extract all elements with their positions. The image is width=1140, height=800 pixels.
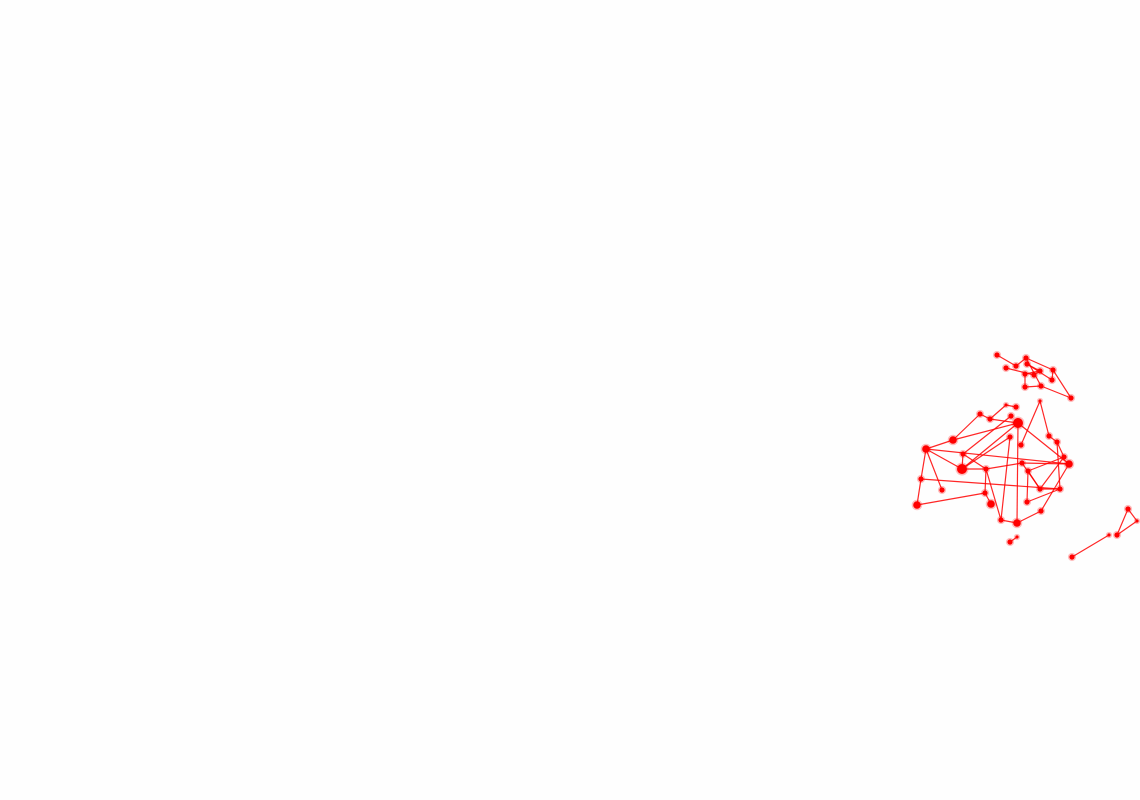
map-node[interactable]: [1022, 384, 1028, 390]
route-edge: [1016, 422, 1019, 524]
map-node[interactable]: [1003, 365, 1009, 371]
route-edge: [1116, 520, 1138, 536]
route-edge: [925, 439, 954, 450]
route-edge: [1026, 470, 1029, 503]
map-node[interactable]: [1024, 499, 1030, 505]
map-node[interactable]: [1068, 395, 1074, 401]
route-edge: [1024, 385, 1042, 388]
edge-layer: [916, 354, 1138, 558]
route-edge: [1025, 357, 1054, 371]
map-node[interactable]: [987, 500, 995, 508]
route-edge: [1016, 510, 1042, 524]
map-node[interactable]: [1046, 433, 1052, 439]
map-node[interactable]: [1007, 539, 1013, 545]
map-node[interactable]: [977, 411, 983, 417]
map-node[interactable]: [918, 476, 924, 482]
route-edge: [985, 468, 1002, 521]
map-node[interactable]: [1038, 399, 1042, 403]
map-node[interactable]: [960, 451, 966, 457]
route-edge: [1005, 367, 1035, 376]
route-edge: [1000, 436, 1011, 521]
route-edge: [985, 462, 1023, 470]
route-edge: [1040, 463, 1070, 512]
map-node[interactable]: [1004, 403, 1008, 407]
map-node[interactable]: [1049, 377, 1055, 383]
route-edge: [1040, 385, 1072, 399]
map-node[interactable]: [1054, 439, 1060, 445]
route-edge: [916, 492, 986, 506]
route-edge: [989, 404, 1007, 420]
route-edge: [1039, 456, 1065, 490]
map-node[interactable]: [1037, 486, 1043, 492]
route-edge: [984, 468, 987, 494]
route-edge: [920, 448, 927, 480]
route-edge: [925, 448, 963, 470]
map-node[interactable]: [913, 501, 921, 509]
route-edge: [1017, 422, 1070, 465]
map-node[interactable]: [1013, 418, 1023, 428]
route-edge: [925, 448, 1070, 465]
map-node[interactable]: [994, 352, 1000, 358]
map-node[interactable]: [1031, 372, 1037, 378]
map-node[interactable]: [1038, 508, 1044, 514]
map-node[interactable]: [1015, 535, 1019, 539]
route-edge: [916, 478, 922, 506]
route-edge: [1039, 400, 1050, 437]
route-edge: [1026, 488, 1061, 503]
map-node[interactable]: [1037, 368, 1043, 374]
map-node[interactable]: [939, 487, 945, 493]
map-node[interactable]: [1107, 533, 1111, 537]
route-edge: [1027, 470, 1041, 490]
map-node[interactable]: [1024, 361, 1030, 367]
route-edge: [1056, 441, 1061, 490]
map-node[interactable]: [1114, 532, 1120, 538]
route-edge: [1056, 441, 1065, 458]
map-node[interactable]: [987, 416, 993, 422]
map-node[interactable]: [1050, 367, 1056, 373]
route-edge: [961, 422, 1019, 470]
map-node[interactable]: [998, 517, 1004, 523]
map-node[interactable]: [1069, 554, 1075, 560]
map-node[interactable]: [1022, 371, 1028, 377]
route-edge: [962, 415, 1012, 455]
route-edge: [961, 436, 1011, 470]
route-edge: [920, 478, 1061, 490]
route-edge: [952, 422, 1019, 441]
map-node[interactable]: [1007, 434, 1013, 440]
map-node[interactable]: [1013, 363, 1019, 369]
node-layer: [911, 350, 1140, 562]
route-edge: [1116, 508, 1129, 536]
route-edge: [952, 413, 981, 441]
route-edge: [1071, 534, 1110, 558]
route-edge: [1020, 400, 1041, 446]
map-node[interactable]: [983, 466, 989, 472]
map-node[interactable]: [982, 490, 988, 496]
map-node[interactable]: [1061, 454, 1067, 460]
map-node[interactable]: [1038, 383, 1044, 389]
map-node[interactable]: [1135, 519, 1139, 523]
map-node[interactable]: [1013, 404, 1019, 410]
map-node[interactable]: [1013, 519, 1021, 527]
route-edge: [996, 354, 1017, 367]
map-node[interactable]: [1065, 460, 1073, 468]
map-node[interactable]: [949, 436, 957, 444]
map-node[interactable]: [957, 464, 967, 474]
map-node[interactable]: [1023, 355, 1029, 361]
route-edge: [1052, 369, 1072, 399]
route-edge: [962, 453, 987, 470]
map-node[interactable]: [1125, 506, 1131, 512]
route-edge: [925, 448, 943, 491]
map-node[interactable]: [1008, 413, 1014, 419]
map-node[interactable]: [922, 445, 930, 453]
map-node[interactable]: [1019, 460, 1025, 466]
route-edge: [1021, 462, 1070, 465]
map-node[interactable]: [1025, 468, 1031, 474]
map-node[interactable]: [1057, 486, 1063, 492]
map-node[interactable]: [1018, 442, 1024, 448]
